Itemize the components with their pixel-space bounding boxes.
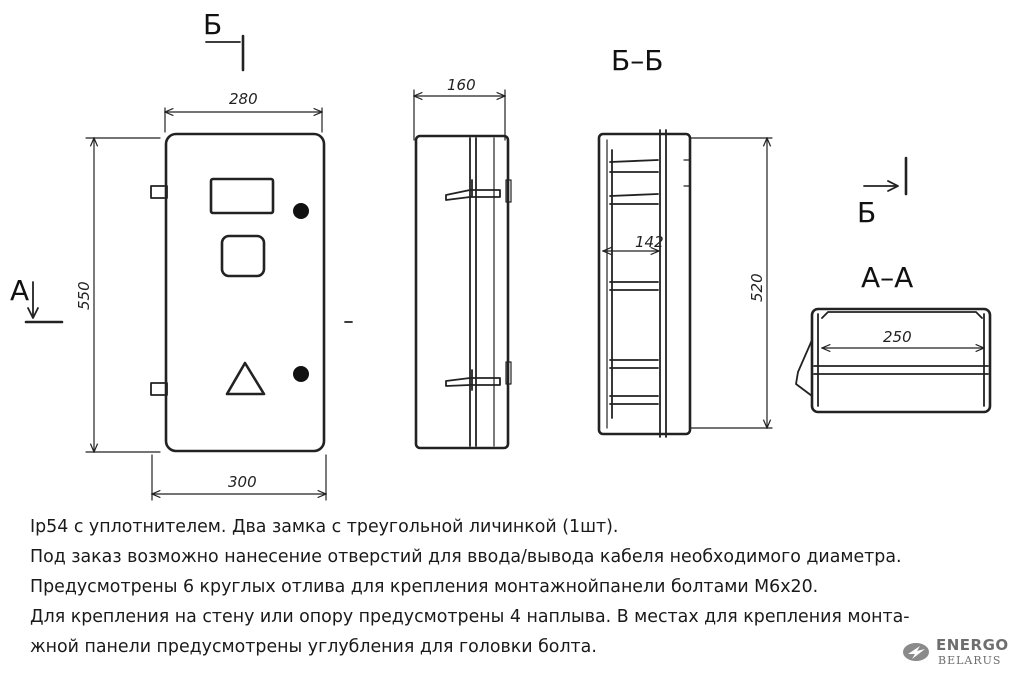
hinge-top — [150, 185, 168, 199]
section-b-mark-right: Б — [857, 196, 876, 229]
side-mount-tab-top — [445, 189, 501, 201]
section-a-title: А–А — [861, 261, 913, 294]
meter-window — [209, 177, 275, 215]
brand-logo: ENERGO BELARUS — [902, 636, 1020, 670]
section-a-hinge — [795, 339, 813, 397]
triangle-lock-icon — [225, 361, 266, 396]
dim-front-height: 550 — [75, 281, 93, 310]
section-b-mark-top: Б — [203, 8, 222, 41]
section-b-outline — [597, 132, 692, 436]
dim-section-a-width: 250 — [883, 328, 912, 346]
inspection-window — [220, 234, 266, 278]
section-b-mark-right-group: Б — [857, 156, 908, 229]
side-body-outline — [414, 134, 510, 450]
dim-side-depth: 160 — [447, 76, 476, 94]
dim-section-b-depth: 142 — [635, 233, 664, 251]
front-door-outline — [164, 132, 326, 453]
dim-section-b-height: 520 — [748, 273, 766, 302]
dim-front-bottom-width: 300 — [228, 473, 257, 491]
dim-front-top-width: 280 — [229, 90, 258, 108]
lock-dot-top — [293, 203, 309, 219]
note-line: Предусмотрены 6 круглых отлива для крепл… — [30, 577, 819, 597]
section-a-view: А–А 250 — [795, 261, 992, 414]
section-a-mark-left: А — [10, 274, 29, 307]
notes-block: Ip54 с уплотнителем. Два замка с треугол… — [30, 512, 1020, 662]
section-b-view: Б–Б 142 520 — [597, 44, 773, 438]
section-b-title: Б–Б — [611, 44, 663, 77]
note-line: жной панели предусмотрены углубления для… — [30, 637, 597, 657]
note-line: Ip54 с уплотнителем. Два замка с треугол… — [30, 517, 619, 537]
section-a-outline — [810, 307, 992, 414]
brand-bolt-icon — [903, 643, 929, 661]
side-mount-tab-bottom — [445, 377, 501, 387]
brand-name: ENERGO — [936, 636, 1009, 654]
front-view: Б 280 550 А 300 — [10, 8, 326, 501]
note-line: Под заказ возможно нанесение отверстий д… — [30, 547, 902, 567]
brand-subname: BELARUS — [938, 654, 1002, 667]
side-view: 160 — [414, 76, 512, 450]
lock-dot-bottom — [293, 366, 309, 382]
hinge-bottom — [150, 382, 168, 396]
note-line: Для крепления на стену или опору предусм… — [30, 607, 910, 627]
